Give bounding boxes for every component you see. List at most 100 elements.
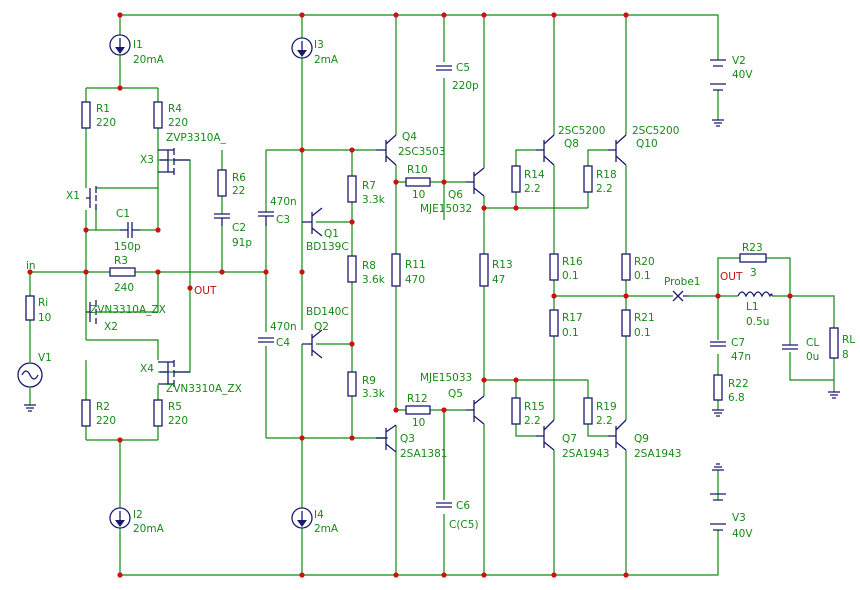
mosfet-X2 (86, 300, 97, 324)
transistor-Q3 (376, 424, 397, 453)
value-V3: 40V (732, 528, 753, 540)
label-Q4: Q4 (402, 131, 417, 143)
label-C5: C5 (456, 62, 470, 74)
label-R21: R21 (634, 312, 655, 324)
label-Q9: Q9 (634, 433, 649, 445)
label-R1: R1 (96, 103, 110, 115)
label-R4: R4 (168, 103, 182, 115)
resistor-R11 (391, 253, 401, 287)
transistor-Q5 (466, 395, 485, 425)
value-R4: 220 (168, 117, 188, 129)
resistor-R23 (739, 253, 767, 263)
label-C7: C7 (731, 337, 745, 349)
label-V2: V2 (732, 55, 746, 67)
model-X3: ZVP3310A_ (166, 132, 227, 144)
model-Q4: 2SC3503 (398, 146, 445, 158)
capacitor-C5 (436, 65, 452, 71)
value-R9: 3.3k (362, 388, 386, 400)
label-R18: R18 (596, 169, 617, 181)
model-Q5: MJE15033 (420, 372, 472, 384)
label-R20: R20 (634, 256, 655, 268)
label-R7: R7 (362, 180, 376, 192)
transistor-Q9 (608, 419, 627, 451)
current-source-I1 (109, 34, 131, 56)
label-R14: R14 (524, 169, 545, 181)
current-source-I3 (291, 37, 313, 59)
resistor-R8 (347, 255, 357, 283)
resistor-R2 (81, 399, 91, 427)
label-R11: R11 (405, 259, 426, 271)
value-R21: 0.1 (634, 327, 651, 339)
value-C1: 150p (114, 241, 141, 253)
mosfet-X3 (158, 148, 190, 175)
net-out-1: OUT (194, 285, 217, 297)
label-R15: R15 (524, 401, 545, 413)
label-X4: X4 (140, 363, 154, 375)
label-Q3: Q3 (400, 433, 415, 445)
resistor-R10 (405, 177, 431, 187)
label-V3: V3 (732, 512, 746, 524)
value-R2: 220 (96, 415, 116, 427)
label-V1: V1 (38, 352, 52, 364)
inductor-L1 (737, 291, 773, 298)
label-R10: R10 (407, 164, 428, 176)
transistor-Q4 (376, 134, 397, 166)
value-R11: 470 (405, 274, 425, 286)
resistor-R9 (347, 371, 357, 397)
label-Q2: Q2 (314, 321, 329, 333)
wires (29, 14, 835, 576)
transistor-Q6 (466, 167, 485, 197)
model-X4: ZVN3310A_ZX (166, 383, 242, 395)
resistor-R13 (479, 253, 489, 287)
value-RL: 8 (842, 349, 849, 361)
value-R20: 0.1 (634, 270, 651, 282)
resistor-R14 (511, 165, 521, 193)
probe-marker (672, 290, 689, 302)
resistor-R22 (713, 374, 723, 401)
resistor-R7 (347, 175, 357, 203)
label-R22: R22 (728, 378, 749, 390)
label-Q7: Q7 (562, 433, 577, 445)
ground-symbol (712, 119, 724, 127)
label-X2: X2 (104, 321, 118, 333)
label-R6: R6 (232, 172, 246, 184)
value-R10: 10 (412, 189, 425, 201)
ground-symbol (712, 409, 724, 417)
label-Q5: Q5 (448, 388, 463, 400)
resistor-RL (829, 327, 839, 359)
resistor-R19 (583, 397, 593, 425)
net-out-2: OUT (720, 271, 743, 283)
current-source-I4 (291, 507, 313, 529)
value-L1: 0.5u (746, 316, 769, 328)
label-C6: C6 (456, 500, 470, 512)
value-R1: 220 (96, 117, 116, 129)
value-R22: 6.8 (728, 392, 745, 404)
ground-symbol (828, 391, 840, 399)
label-C1: C1 (116, 208, 130, 220)
transistor-Q7 (536, 419, 555, 451)
resistor-R1 (81, 101, 91, 129)
value-I4: 2mA (314, 523, 339, 535)
resistor-R21 (621, 309, 631, 337)
resistor-R6 (217, 169, 227, 197)
resistor-R20 (621, 253, 631, 281)
model-Q10: 2SC5200 (632, 125, 679, 137)
value-C3: 470n (270, 196, 297, 208)
label-C4: C4 (276, 337, 290, 349)
model-Q8: 2SC5200 (558, 125, 605, 137)
mosfet-X4 (158, 360, 190, 387)
capacitor-C2 (214, 213, 230, 226)
label-R2: R2 (96, 401, 110, 413)
value-I2: 20mA (133, 523, 165, 535)
value-I3: 2mA (314, 54, 339, 66)
label-Q8: Q8 (564, 138, 579, 150)
value-Ri: 10 (38, 312, 51, 324)
label-C2: C2 (232, 222, 246, 234)
model-Q3: 2SA1381 (400, 448, 447, 460)
label-C3: C3 (276, 214, 290, 226)
value-C7: 47n (731, 351, 751, 363)
source-V1 (17, 362, 43, 388)
battery-V2 (710, 59, 726, 91)
label-R9: R9 (362, 375, 376, 387)
